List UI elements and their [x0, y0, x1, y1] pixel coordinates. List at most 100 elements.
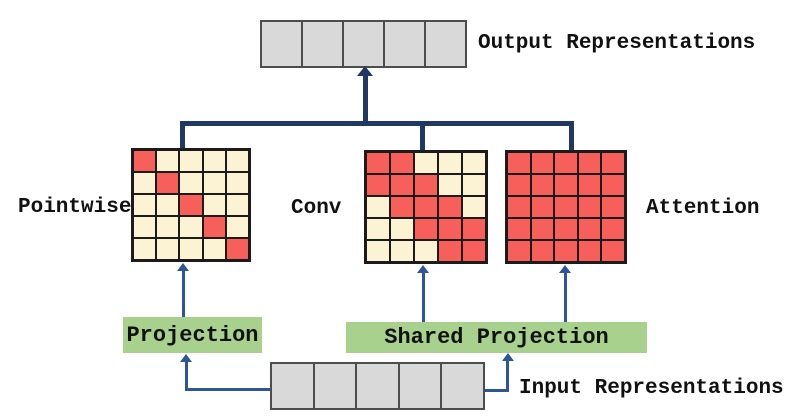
- active-cell: [438, 196, 462, 218]
- active-cell: [414, 218, 438, 240]
- shared-projection-label: Shared Projection: [384, 325, 609, 350]
- inactive-cell: [202, 194, 226, 216]
- active-cell: [601, 196, 625, 218]
- representation-cell: [426, 22, 465, 66]
- arrow-to-projection-icon: [180, 354, 192, 362]
- active-cell: [554, 218, 578, 240]
- active-cell: [530, 218, 555, 240]
- inactive-cell: [225, 172, 249, 194]
- arrow-to-conv-icon: [417, 265, 429, 273]
- active-cell: [530, 152, 555, 174]
- inactive-cell: [202, 150, 226, 172]
- inactive-cell: [225, 150, 249, 172]
- active-cell: [530, 240, 555, 262]
- inactive-cell: [202, 238, 226, 260]
- inactive-cell: [462, 152, 486, 174]
- active-cell: [414, 196, 438, 218]
- active-cell: [601, 240, 625, 262]
- inactive-cell: [366, 240, 390, 262]
- active-cell: [438, 218, 462, 240]
- active-cell: [179, 194, 203, 216]
- active-cell: [577, 174, 602, 196]
- input-representations-label: Input Representations: [519, 377, 784, 400]
- arrow-to-pointwise-icon: [177, 263, 189, 271]
- active-cell: [507, 240, 531, 262]
- active-cell: [507, 196, 531, 218]
- inactive-cell: [462, 196, 486, 218]
- projection-box: Projection: [123, 317, 262, 353]
- inactive-cell: [133, 172, 157, 194]
- active-cell: [366, 174, 390, 196]
- pointwise-label: Pointwise: [18, 196, 132, 219]
- representation-cell: [344, 22, 385, 66]
- active-cell: [366, 152, 390, 174]
- active-cell: [507, 152, 531, 174]
- inactive-cell: [462, 174, 486, 196]
- active-cell: [390, 152, 414, 174]
- shared-to-attention-line: [564, 272, 567, 322]
- active-cell: [225, 238, 249, 260]
- active-cell: [507, 218, 531, 240]
- inactive-cell: [390, 218, 414, 240]
- arrow-to-output-icon: [357, 66, 373, 76]
- attention-label: Attention: [646, 197, 760, 220]
- active-cell: [577, 240, 602, 262]
- representation-cell: [357, 364, 400, 408]
- inactive-cell: [366, 218, 390, 240]
- input-to-shared-hline: [485, 389, 509, 392]
- projection-label: Projection: [126, 322, 259, 348]
- active-cell: [438, 240, 462, 262]
- active-cell: [577, 152, 602, 174]
- active-cell: [577, 196, 602, 218]
- active-cell: [601, 152, 625, 174]
- active-cell: [507, 174, 531, 196]
- shared-projection-box: Shared Projection: [346, 322, 647, 353]
- inactive-cell: [156, 150, 180, 172]
- active-cell: [390, 196, 414, 218]
- connector-bar: [180, 121, 574, 126]
- representation-cell: [262, 22, 303, 66]
- inactive-cell: [133, 194, 157, 216]
- inactive-cell: [438, 174, 462, 196]
- active-cell: [390, 174, 414, 196]
- connector-drop-attention: [569, 121, 574, 151]
- input-representations-row: [270, 362, 485, 410]
- inactive-cell: [225, 216, 249, 238]
- active-cell: [601, 218, 625, 240]
- active-cell: [601, 174, 625, 196]
- active-cell: [530, 196, 555, 218]
- arrow-to-attention-icon: [559, 265, 571, 273]
- inactive-cell: [156, 216, 180, 238]
- active-cell: [530, 174, 555, 196]
- representation-cell: [303, 22, 344, 66]
- connector-stem: [363, 75, 368, 123]
- inactive-cell: [156, 194, 180, 216]
- projection-to-pointwise-line: [182, 270, 185, 317]
- active-cell: [202, 216, 226, 238]
- representation-cell: [442, 364, 483, 408]
- conv-label: Conv: [291, 197, 342, 220]
- input-to-projection-hline: [185, 388, 270, 391]
- arrow-to-shared-projection-icon: [502, 353, 514, 361]
- active-cell: [462, 218, 486, 240]
- representation-cell: [272, 364, 315, 408]
- inactive-cell: [225, 194, 249, 216]
- active-cell: [577, 218, 602, 240]
- inactive-cell: [179, 216, 203, 238]
- active-cell: [156, 172, 180, 194]
- shared-to-conv-line: [422, 272, 425, 322]
- active-cell: [462, 240, 486, 262]
- inactive-cell: [414, 240, 438, 262]
- inactive-cell: [179, 150, 203, 172]
- representation-cell: [314, 364, 358, 408]
- conv-matrix: [364, 150, 488, 264]
- connector-drop-conv: [420, 121, 425, 151]
- representation-cell: [385, 22, 426, 66]
- active-cell: [554, 174, 578, 196]
- output-representations-row: [260, 20, 467, 68]
- inactive-cell: [179, 172, 203, 194]
- inactive-cell: [133, 238, 157, 260]
- input-to-shared-vline: [506, 360, 509, 392]
- inactive-cell: [202, 172, 226, 194]
- inactive-cell: [390, 240, 414, 262]
